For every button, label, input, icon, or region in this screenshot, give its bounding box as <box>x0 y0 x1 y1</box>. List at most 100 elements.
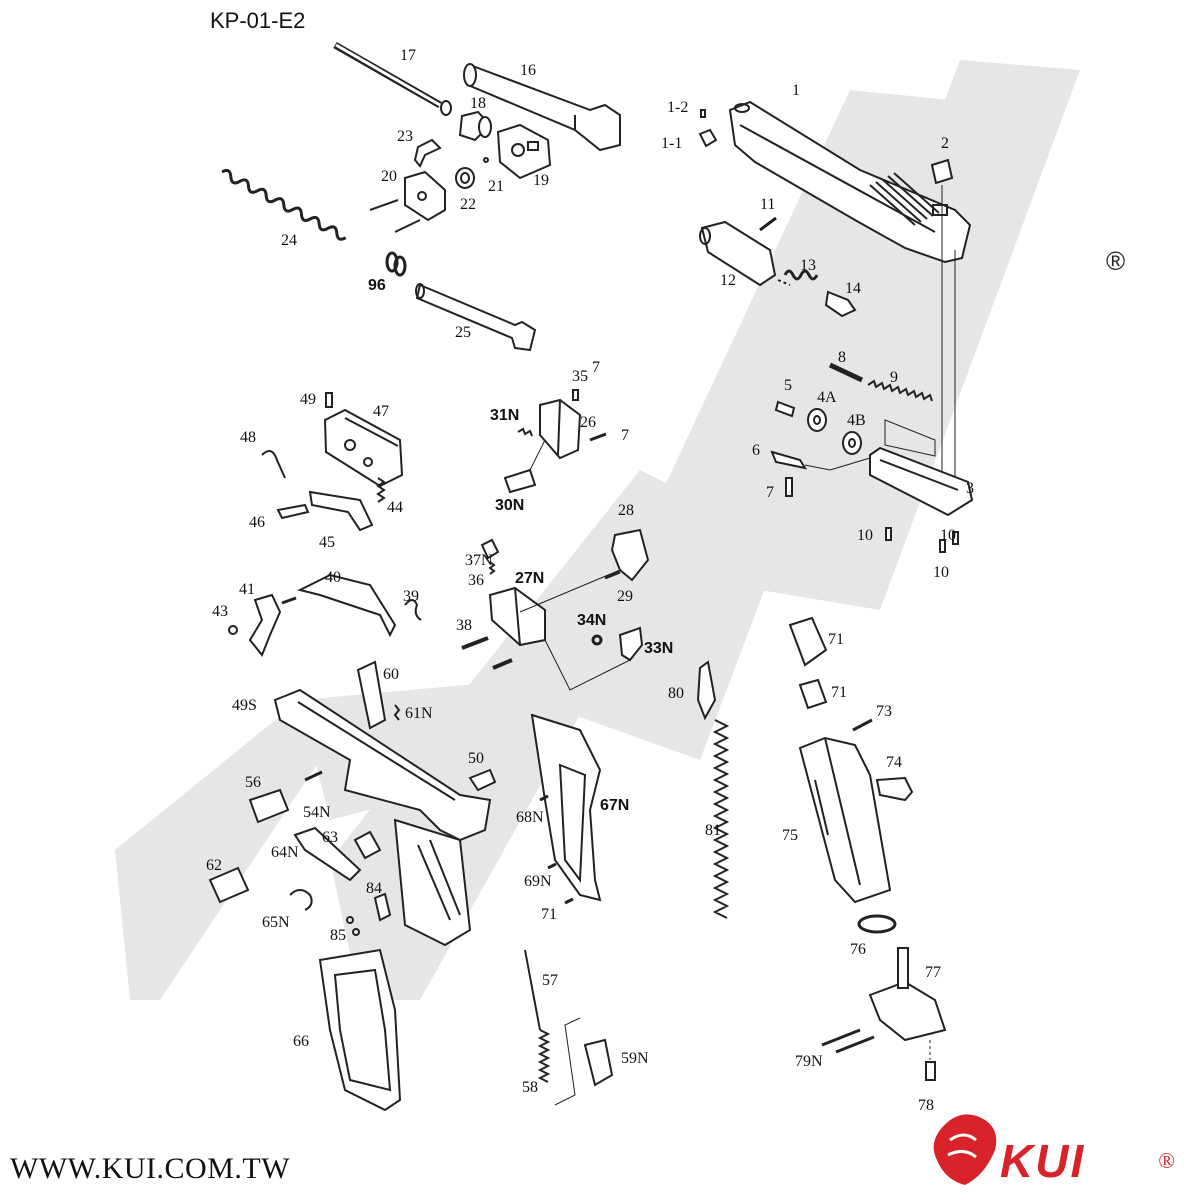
part-13-spring <box>783 269 819 281</box>
part-label-23: 23 <box>397 128 413 145</box>
part-label-37n: 37N <box>465 552 493 569</box>
part-71-pin-a <box>539 794 549 802</box>
part-label-47: 47 <box>373 403 389 420</box>
part-label-29: 29 <box>617 588 633 605</box>
part-47-lever <box>308 490 374 532</box>
part-85-magazine-spring <box>712 719 730 919</box>
part-label-69n: 69N <box>524 873 552 890</box>
part-84-follower <box>696 660 717 721</box>
part-16-outer-barrel <box>463 63 621 152</box>
part-label-25: 25 <box>455 324 471 341</box>
guide-line-6b <box>829 457 871 471</box>
part-11-pin <box>759 216 777 232</box>
part-36-spring <box>488 561 496 575</box>
part-label-75: 75 <box>782 827 798 844</box>
part-label-6: 6 <box>752 442 760 459</box>
guide-line-61n <box>554 1017 581 1106</box>
part-label-3: 3 <box>966 480 974 497</box>
part-label-68n: 68N <box>516 809 544 826</box>
part-8-rod <box>828 362 864 383</box>
part-label-12: 12 <box>720 272 736 289</box>
part-10-screw-a <box>885 527 892 541</box>
part-label-4a: 4A <box>817 389 837 406</box>
part-29-pin <box>604 570 621 580</box>
guide-line-6 <box>804 464 831 471</box>
part-96-spring <box>385 251 407 277</box>
part-81-pin-a <box>821 1028 861 1047</box>
part-4b-washer <box>842 431 862 455</box>
part-7-screw-a <box>785 477 793 497</box>
part-label-10: 10 <box>933 564 949 581</box>
part-label-49s: 49S <box>232 697 257 714</box>
part-49s-spring <box>261 450 286 479</box>
part-43-pin <box>281 596 297 605</box>
part-10-screw-c <box>952 531 959 545</box>
part-9-spring <box>867 379 933 402</box>
part-94-part <box>373 892 392 922</box>
part-25-guide-rod <box>415 283 537 352</box>
part-56-part <box>468 768 497 792</box>
part-1-2-screw <box>700 109 706 118</box>
part-68n-grip-panel <box>318 948 402 1112</box>
part-label-10: 10 <box>940 527 956 544</box>
part-label-43: 43 <box>212 603 228 620</box>
part-label-54n: 54N <box>303 804 331 821</box>
part-label-71: 71 <box>831 684 847 701</box>
part-75-pin <box>852 718 873 732</box>
part-label-67n: 67N <box>600 797 629 814</box>
part-label-38: 38 <box>456 617 472 634</box>
part-label-24: 24 <box>281 232 297 249</box>
part-79n-baseplate <box>868 947 947 1042</box>
part-label-34n: 34N <box>577 612 606 629</box>
brand-registered-mark: ® <box>1158 1148 1175 1173</box>
part-label-1-1: 1-1 <box>661 135 682 152</box>
part-26-block <box>539 398 582 460</box>
part-19-hop-chamber <box>496 123 552 180</box>
part-label-27n: 27N <box>515 570 544 587</box>
part-23-clip <box>413 138 442 168</box>
part-95-screw-b <box>352 928 360 936</box>
part-label-63: 63 <box>322 829 338 846</box>
part-22-hop-wheel <box>455 167 475 189</box>
part-54n-frame <box>273 688 492 947</box>
part-label-46: 46 <box>249 514 265 531</box>
part-label-40: 40 <box>325 569 341 586</box>
part-label-45: 45 <box>319 534 335 551</box>
part-30n-part <box>503 468 537 494</box>
part-7-screw-b <box>589 432 607 442</box>
part-label-16: 16 <box>520 62 536 79</box>
part-label-4b: 4B <box>847 412 866 429</box>
part-45-pin <box>228 625 238 635</box>
part-66-lever <box>293 826 362 882</box>
part-label-84: 84 <box>366 880 382 897</box>
part-label-17: 17 <box>400 47 416 64</box>
part-label-18: 18 <box>470 95 486 112</box>
part-label-2: 2 <box>941 135 949 152</box>
part-38-pin <box>461 636 489 650</box>
part-60-spring <box>537 1029 551 1083</box>
guide-line-33n <box>544 639 631 691</box>
part-95-screw-a <box>346 916 354 924</box>
part-64n-part <box>208 866 250 904</box>
part-label-74: 74 <box>886 754 902 771</box>
part-label-44: 44 <box>387 499 403 516</box>
part-label-1-2: 1-2 <box>667 99 688 116</box>
part-46-spring <box>376 477 386 503</box>
part-label-50: 50 <box>468 750 484 767</box>
parts-drawings <box>208 41 974 1112</box>
part-20-hop-unit <box>369 170 446 233</box>
part-label-49: 49 <box>300 391 316 408</box>
website-url[interactable]: WWW.KUI.COM.TW <box>10 1152 291 1185</box>
registered-mark: ® <box>1106 246 1126 276</box>
part-57-pin <box>304 770 323 782</box>
part-3-rail-assembly <box>869 419 974 517</box>
part-label-39: 39 <box>403 588 419 605</box>
document-title: KP-01-E2 <box>210 8 306 33</box>
guide-line-30n <box>529 439 546 471</box>
part-label-59n: 59N <box>621 1050 649 1067</box>
part-40-spring <box>404 599 422 621</box>
part-24-recoil-spring <box>221 168 347 241</box>
part-label-22: 22 <box>460 196 476 213</box>
